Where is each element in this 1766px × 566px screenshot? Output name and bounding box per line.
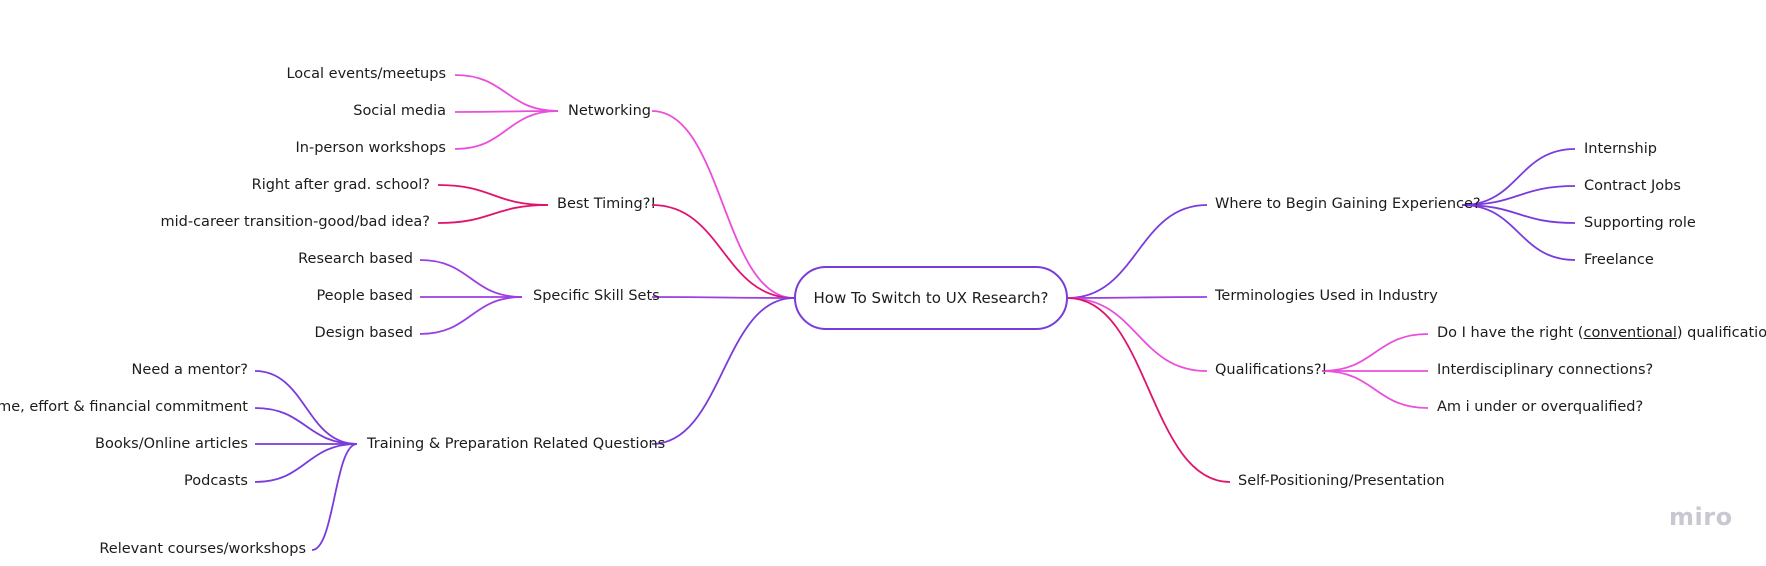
connector-need-mentor [254,370,358,445]
connector-freelance [1461,204,1576,261]
connector-qualifications [1067,297,1208,372]
leaf-mid-career[interactable]: mid-career transition-good/bad idea? [160,214,431,230]
connector-right-qualifications [1321,333,1429,372]
leaf-in-person-workshops[interactable]: In-person workshops [295,140,446,156]
leaf-design-based[interactable]: Design based [314,325,413,341]
leaf-internship[interactable]: Internship [1584,141,1657,157]
connector-terminologies [1067,296,1208,299]
branch-qualifications[interactable]: Qualifications?! [1215,362,1328,378]
branch-self-positioning[interactable]: Self-Positioning/Presentation [1238,473,1445,489]
connector-in-person [454,110,559,150]
connector-training [651,297,795,445]
connector-networking [651,110,795,299]
leaf-local-events[interactable]: Local events/meetups [286,66,446,82]
connector-podcasts [254,443,358,483]
connector-skill-sets [651,296,795,299]
connector-best-timing [651,204,795,299]
connector-under-overqualified [1321,370,1429,409]
connector-mid-career [437,204,549,224]
connector-internship [1461,148,1576,206]
leaf-right-qualifications[interactable]: Do I have the right (conventional) quali… [1437,324,1766,342]
leaf-contract-jobs[interactable]: Contract Jobs [1584,178,1681,194]
branch-specific-skill-sets[interactable]: Specific Skill Sets [533,288,660,304]
leaf-podcasts[interactable]: Podcasts [184,473,248,489]
leaf-people-based[interactable]: People based [316,288,413,304]
connector-local-events [454,74,559,112]
connector-relevant-courses [311,443,358,551]
connector-supporting-role [1461,204,1576,224]
leaf-right-qualifications-underlined: conventional [1583,325,1677,341]
connector-time-effort [254,407,358,445]
miro-logo: miro [1669,503,1733,531]
leaf-need-mentor[interactable]: Need a mentor? [131,362,248,378]
branch-training-preparation[interactable]: Training & Preparation Related Questions [367,436,666,452]
central-topic[interactable]: How To Switch to UX Research? [794,266,1068,330]
leaf-right-qualifications-pre: Do I have the right ( [1437,325,1584,341]
branch-best-timing[interactable]: Best Timing?! [557,196,657,212]
leaf-supporting-role[interactable]: Supporting role [1584,215,1696,231]
leaf-right-after-grad[interactable]: Right after grad. school? [251,177,430,193]
leaf-research-based[interactable]: Research based [298,251,413,267]
connector-after-grad [437,184,549,206]
connector-gaining-experience [1067,204,1208,299]
leaf-books-articles[interactable]: Books/Online articles [95,436,248,452]
branch-gaining-experience[interactable]: Where to Begin Gaining Experience? [1215,196,1481,212]
connector-social-media [454,110,559,113]
connector-contract-jobs [1461,185,1576,206]
leaf-time-effort[interactable]: Time, effort & financial commitment [0,399,248,415]
leaf-under-overqualified[interactable]: Am i under or overqualified? [1437,399,1644,415]
connector-research-based [419,259,523,298]
leaf-interdisciplinary[interactable]: Interdisciplinary connections? [1437,362,1654,378]
branch-terminologies[interactable]: Terminologies Used in Industry [1215,288,1438,304]
connector-self-positioning [1067,297,1231,483]
leaf-social-media[interactable]: Social media [353,103,446,119]
branch-networking[interactable]: Networking [568,103,651,119]
leaf-freelance[interactable]: Freelance [1584,252,1654,268]
connector-design-based [419,296,523,335]
leaf-relevant-courses[interactable]: Relevant courses/workshops [99,541,306,557]
leaf-right-qualifications-post: ) qualifications? [1676,325,1766,341]
